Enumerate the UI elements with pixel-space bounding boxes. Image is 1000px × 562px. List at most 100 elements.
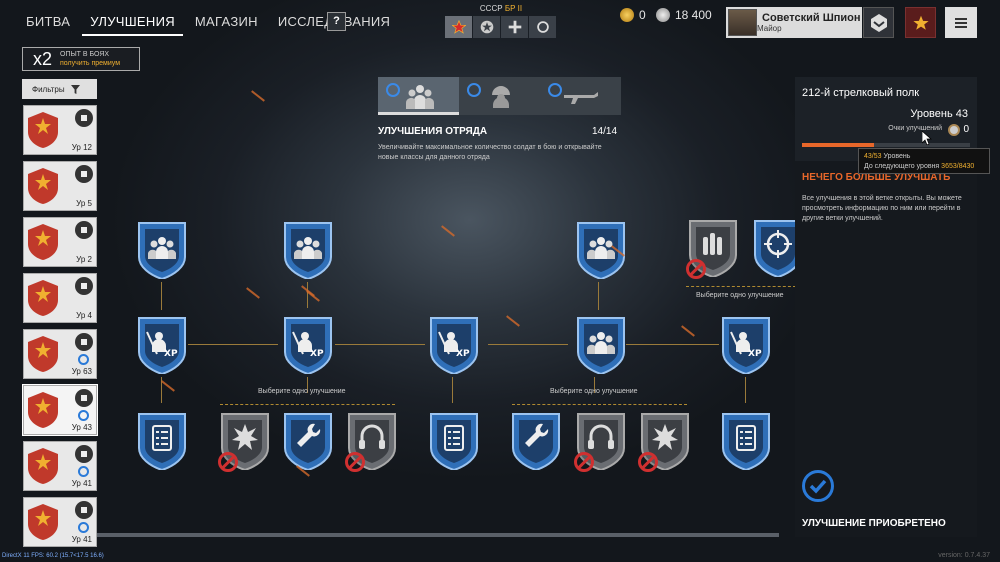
exp-title: ОПЫТ В БОЯХ <box>60 51 110 58</box>
filters-button[interactable]: Фильтры <box>22 79 97 99</box>
red-star-icon <box>451 20 466 34</box>
squad-card[interactable]: Ур 4 <box>23 273 97 323</box>
tab-soldier-upgrades[interactable] <box>459 77 540 115</box>
ember-particle <box>306 290 320 302</box>
squad-class-icon <box>75 389 93 407</box>
upgrade-node-headset[interactable] <box>574 412 626 472</box>
scrollbar-thumb[interactable] <box>97 533 779 537</box>
squad-level-label: Ур 4 <box>76 311 92 320</box>
rank-badge-button[interactable] <box>863 7 894 38</box>
tab-weapon-upgrades[interactable] <box>540 77 621 115</box>
list-icon <box>430 413 478 470</box>
squad-card[interactable]: Ур 43 <box>22 384 98 436</box>
soldiers-icon <box>577 317 625 374</box>
nation-selector <box>445 16 556 38</box>
squad-card[interactable]: Ур 2 <box>23 217 97 267</box>
upgrade-node-xp[interactable]: XP <box>429 316 479 374</box>
mg-icon <box>81 283 87 289</box>
soldier-helmet-icon <box>492 86 510 108</box>
checkmark-icon <box>809 479 827 494</box>
upgrade-node-ammo[interactable] <box>686 219 738 279</box>
upgrade-node-list[interactable] <box>137 412 187 470</box>
military-rank-button[interactable] <box>905 7 936 38</box>
soldiers-icon <box>406 85 434 109</box>
menu-button[interactable] <box>945 7 977 38</box>
tab-squad-upgrades[interactable] <box>378 77 459 115</box>
list-icon <box>138 413 186 470</box>
tree-connector <box>598 282 599 310</box>
star-rank-icon <box>912 15 929 30</box>
gold-currency[interactable]: 0 <box>620 8 646 22</box>
nation-japan-button[interactable] <box>529 16 556 38</box>
cross-icon <box>508 20 521 34</box>
upgrade-node-soldiers[interactable] <box>576 221 626 279</box>
soldiers-icon <box>138 222 186 279</box>
squad-card[interactable]: Ур 5 <box>23 161 97 211</box>
help-button[interactable]: ? <box>327 12 346 31</box>
exp-bonus-banner[interactable]: x2 ОПЫТ В БОЯХ получить премиум <box>22 47 140 71</box>
regiment-name: 212-й стрелковый полк <box>802 87 920 99</box>
tree-connector <box>161 377 162 403</box>
squad-class-icon <box>75 333 93 351</box>
upgrade-node-blast[interactable] <box>638 412 690 472</box>
squad-card[interactable]: Ур 63 <box>23 329 97 379</box>
upgrade-node-wrench[interactable] <box>283 412 333 470</box>
choose-one-label: Выберите одно улучшение <box>696 292 784 299</box>
profile-card[interactable]: Советский Шпион Майор <box>726 7 862 38</box>
tree-scrollbar[interactable] <box>97 533 779 537</box>
squad-card[interactable]: Ур 41 <box>23 497 97 547</box>
squad-level-label: Ур 41 <box>71 479 92 488</box>
upgrade-node-list[interactable] <box>721 412 771 470</box>
squad-check-icon <box>78 410 89 421</box>
ember-particle <box>161 380 175 392</box>
tab-upgrades[interactable]: УЛУЧШЕНИЯ <box>82 10 183 36</box>
tree-connector <box>745 377 746 403</box>
squad-card[interactable]: Ур 41 <box>23 441 97 491</box>
wrench-icon <box>81 115 87 121</box>
upgrade-points-value: 0 <box>963 124 969 135</box>
ember-particle <box>251 90 265 102</box>
tab-shop[interactable]: МАГАЗИН <box>194 14 258 29</box>
squad-card[interactable]: Ур 12 <box>23 105 97 155</box>
squad-check-icon <box>78 522 89 533</box>
ammo-icon <box>689 220 737 277</box>
nation-usa-button[interactable] <box>473 16 500 38</box>
upgrade-node-blast[interactable] <box>218 412 270 472</box>
ember-particle <box>681 325 695 337</box>
squad-class-icon <box>75 501 93 519</box>
squad-check-icon <box>78 466 89 477</box>
tree-connector <box>307 377 308 393</box>
nation-ussr-button[interactable] <box>445 16 472 38</box>
upgrade-node-soldiers[interactable] <box>283 221 333 279</box>
exp-multiplier: x2 <box>33 49 53 69</box>
upgrade-node-xp[interactable]: XP <box>137 316 187 374</box>
gold-amount: 0 <box>639 8 646 22</box>
nation-germany-button[interactable] <box>501 16 528 38</box>
tab-battle[interactable]: БИТВА <box>26 14 71 29</box>
upgrade-node-xp[interactable]: XP <box>721 316 771 374</box>
premium-link[interactable]: получить премиум <box>60 60 121 67</box>
upgrade-node-list[interactable] <box>429 412 479 470</box>
target-icon <box>81 227 87 233</box>
check-icon <box>467 83 481 97</box>
soldiers-icon <box>577 222 625 279</box>
ember-particle <box>246 287 260 299</box>
silver-currency[interactable]: 18 400 <box>656 8 712 22</box>
squad-level-label: Ур 12 <box>71 143 92 152</box>
upgrade-node-wrench[interactable] <box>511 412 561 470</box>
choice-separator <box>220 404 395 405</box>
squad-emblem-icon <box>28 224 58 260</box>
squad-emblem-icon <box>28 504 58 540</box>
silver-amount: 18 400 <box>675 8 712 22</box>
upgrade-branch-tabs <box>378 77 621 115</box>
upgrade-node-soldiers[interactable] <box>137 221 187 279</box>
upgrade-node-soldiers[interactable] <box>576 316 626 374</box>
squad-info-header <box>795 77 977 161</box>
locked-icon <box>574 452 594 472</box>
upgrade-node-headset[interactable] <box>345 412 397 472</box>
white-star-icon <box>480 20 493 34</box>
tree-connector <box>452 377 453 403</box>
upgrade-count: 14/14 <box>592 126 618 137</box>
upgrade-node-xp[interactable]: XP <box>283 316 333 374</box>
ember-particle <box>441 225 455 237</box>
